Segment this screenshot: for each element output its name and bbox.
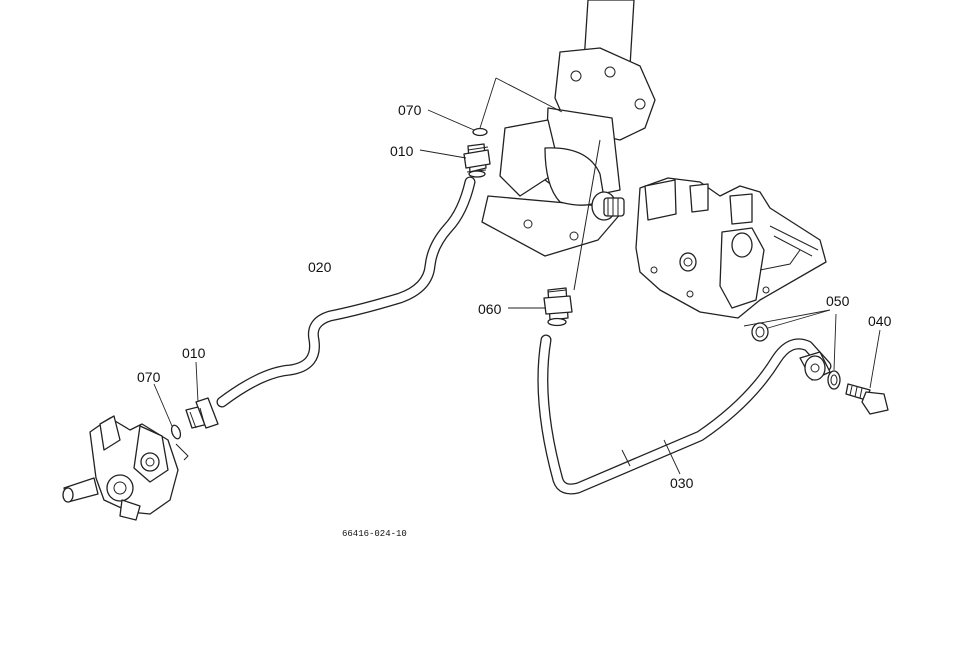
o-ring-070-left bbox=[170, 424, 182, 440]
fitting-060 bbox=[543, 287, 573, 327]
label-010-top: 010 bbox=[390, 143, 414, 159]
hose-020 bbox=[216, 176, 476, 408]
label-070-top: 070 bbox=[398, 102, 422, 118]
fitting-010-top bbox=[463, 143, 491, 178]
steering-gearbox-housing bbox=[481, 0, 656, 291]
washer-050-upper bbox=[751, 322, 769, 342]
leader-lines bbox=[153, 77, 881, 475]
drawing-number: 66416-024-10 bbox=[342, 529, 407, 539]
label-020: 020 bbox=[308, 259, 332, 275]
control-valve-body bbox=[62, 415, 189, 521]
valve-housing-block bbox=[635, 177, 827, 319]
washer-050-lower bbox=[827, 370, 841, 390]
label-010-left: 010 bbox=[182, 345, 206, 361]
fitting-010-left bbox=[185, 397, 219, 429]
hose-030 bbox=[537, 334, 832, 495]
banjo-fitting bbox=[799, 351, 831, 381]
o-ring-070-top bbox=[472, 127, 488, 137]
label-030: 030 bbox=[670, 475, 694, 491]
label-050: 050 bbox=[826, 293, 850, 309]
label-040: 040 bbox=[868, 313, 892, 329]
banjo-bolt-040 bbox=[845, 383, 889, 415]
label-070-left: 070 bbox=[137, 369, 161, 385]
label-060: 060 bbox=[478, 301, 502, 317]
